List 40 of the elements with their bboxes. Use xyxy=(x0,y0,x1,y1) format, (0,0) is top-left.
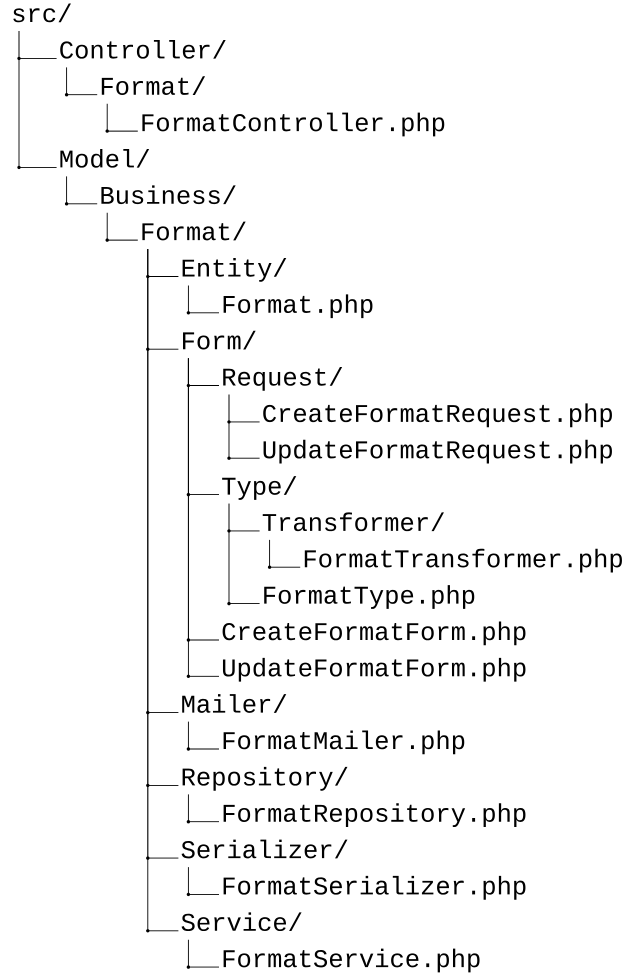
tree-connector xyxy=(17,30,58,170)
tree-connector xyxy=(106,212,138,242)
folder-entry: Format/ xyxy=(102,76,206,95)
folder-entry: Format/ xyxy=(142,222,246,240)
folder-entry: FormatController.php xyxy=(142,112,444,136)
folder-entry: FormatTransformer.php xyxy=(304,548,622,572)
tree-connector xyxy=(186,939,220,969)
folder-entry: Form/ xyxy=(183,330,256,350)
folder-entry: Service/ xyxy=(182,912,302,932)
tree-connector xyxy=(227,503,260,606)
folder-entry: Transformer/ xyxy=(262,512,444,532)
tree-connector xyxy=(268,539,301,569)
tree-connector xyxy=(186,866,220,896)
folder-entry: Repository/ xyxy=(182,766,348,791)
folder-entry: FormatService.php xyxy=(224,948,480,972)
folder-entry: FormatRepository.php xyxy=(224,803,526,827)
folder-entry: Format.php xyxy=(224,294,372,318)
tree-connector xyxy=(186,285,220,314)
folder-entry: UpdateFormatRequest.php xyxy=(264,440,612,464)
folder-entry: FormatSerializer.php xyxy=(224,876,526,900)
folder-entry: Business/ xyxy=(101,185,236,204)
folder-entry: Controller/ xyxy=(60,40,226,59)
folder-entry: Model/ xyxy=(60,148,150,168)
folder-entry: src/ xyxy=(13,4,71,22)
folder-entry: Type/ xyxy=(222,476,296,500)
folder-entry: Mailer/ xyxy=(182,694,286,713)
folder-entry: CreateFormatForm.php xyxy=(222,622,526,646)
folder-entry: Request/ xyxy=(223,367,342,391)
tree-connector xyxy=(64,66,98,96)
tree-connector xyxy=(186,721,220,751)
tree-connector xyxy=(106,103,138,133)
folder-entry: FormatType.php xyxy=(264,585,474,609)
folder-entry: Entity/ xyxy=(182,258,286,282)
tree-connector xyxy=(186,794,220,824)
folder-entry: Serializer/ xyxy=(182,840,348,858)
folder-entry: FormatMailer.php xyxy=(224,730,464,754)
tree-connector xyxy=(227,394,260,460)
folder-entry: UpdateFormatForm.php xyxy=(222,658,526,682)
folder-entry: CreateFormatRequest.php xyxy=(263,403,612,428)
tree-connector xyxy=(64,176,98,206)
